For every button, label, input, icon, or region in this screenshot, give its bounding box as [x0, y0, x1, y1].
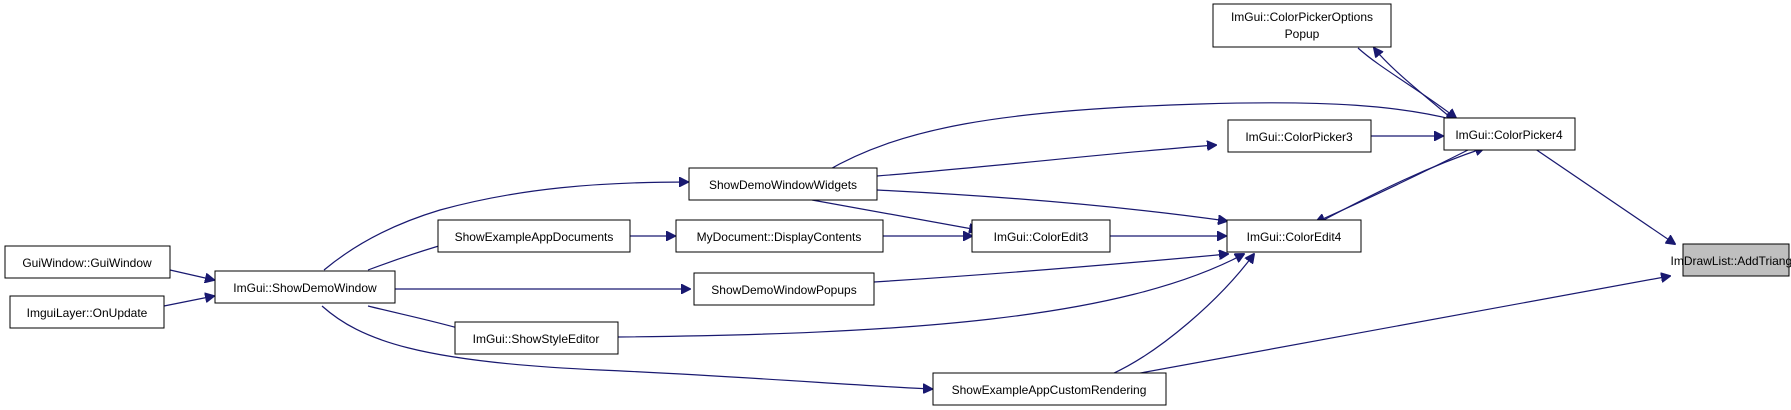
edge-showstyleeditor-to-coloredit4: [617, 254, 1244, 338]
node-imguilayer-onupdate[interactable]: ImguiLayer::OnUpdate: [9, 295, 165, 329]
node-label: ImGui::ColorPicker3: [1245, 130, 1353, 144]
edges: [163, 47, 1675, 389]
edge-showexampleappcustomrendering-to-coloredit4: [1111, 254, 1254, 375]
node-label: ImGui::ShowStyleEditor: [473, 332, 600, 346]
node-colorpickeroptionspopup[interactable]: ImGui::ColorPickerOptions Popup: [1212, 3, 1392, 48]
node-label-line1: ImGui::ColorPickerOptions: [1231, 10, 1373, 24]
node-showdemowindow[interactable]: ImGui::ShowDemoWindow: [214, 270, 396, 304]
edge-colorpicker4-to-colorpickeroptionspopup: [1374, 48, 1457, 123]
node-label: ImguiLayer::OnUpdate: [27, 306, 148, 320]
node-showstyleeditor[interactable]: ImGui::ShowStyleEditor: [454, 321, 619, 355]
edge-colorpicker4-to-addtriangle: [1521, 139, 1675, 244]
node-label: ImGui::ColorEdit4: [1247, 230, 1342, 244]
node-showdemowindowwidgets[interactable]: ShowDemoWindowWidgets: [688, 167, 878, 201]
node-box: [1227, 119, 1372, 153]
edge-showexampleappcustomrendering-to-addtriangle: [1134, 276, 1670, 375]
edge-showdemowindowwidgets-to-coloredit4: [876, 189, 1227, 221]
node-box: [454, 321, 619, 355]
node-showexampleappcustomrendering[interactable]: ShowExampleAppCustomRendering: [932, 372, 1167, 406]
node-box: [437, 219, 631, 253]
node-label: GuiWindow::GuiWindow: [22, 256, 152, 270]
node-label: ShowExampleAppCustomRendering: [952, 383, 1147, 397]
node-colorpicker4[interactable]: ImGui::ColorPicker4: [1443, 117, 1576, 151]
node-mydocument-displaycontents[interactable]: MyDocument::DisplayContents: [675, 219, 884, 253]
node-colorpicker3[interactable]: ImGui::ColorPicker3: [1227, 119, 1372, 153]
node-box: [4, 245, 171, 279]
node-label: ImGui::ColorPicker4: [1455, 128, 1563, 142]
node-box: [688, 167, 878, 201]
node-box: [9, 295, 165, 329]
node-coloredit4[interactable]: ImGui::ColorEdit4: [1226, 219, 1362, 253]
node-label: ShowDemoWindowPopups: [711, 283, 856, 297]
node-label-line2: Popup: [1285, 27, 1320, 41]
edge-imguilayer-to-showdemowindow: [163, 296, 214, 307]
edge-showdemowindowwidgets-to-colorpicker4: [824, 102, 1455, 173]
node-box: [693, 272, 875, 306]
node-guiwindow[interactable]: GuiWindow::GuiWindow: [4, 245, 171, 279]
node-label: ShowExampleAppDocuments: [455, 230, 614, 244]
edge-colorpicker4-to-coloredit4: [1316, 147, 1473, 222]
node-label: ImGui::ColorEdit3: [994, 230, 1089, 244]
node-showexampleappdocuments[interactable]: ShowExampleAppDocuments: [437, 219, 631, 253]
node-label: ImDrawList::AddTriangle: [1671, 254, 1791, 268]
node-label: MyDocument::DisplayContents: [697, 230, 862, 244]
node-box: [1682, 243, 1790, 277]
edge-showdemowindowwidgets-to-coloredit3: [811, 199, 978, 230]
edge-coloredit4-to-colorpicker4: [1319, 148, 1484, 223]
node-box: [214, 270, 396, 304]
edge-showdemowindowpopups-to-coloredit4: [873, 254, 1228, 283]
node-box: [675, 219, 884, 253]
edge-guiwindow-to-showdemowindow: [169, 269, 214, 280]
node-box: [1226, 219, 1362, 253]
node-box: [932, 372, 1167, 406]
node-label: ShowDemoWindowWidgets: [709, 178, 857, 192]
node-showdemowindowpopups[interactable]: ShowDemoWindowPopups: [693, 272, 875, 306]
node-box: [1212, 3, 1392, 48]
node-box: [971, 219, 1111, 253]
node-box: [1443, 117, 1576, 151]
edge-showdemowindow-to-showexampleappcustomrendering: [321, 305, 932, 389]
node-label: ImGui::ShowDemoWindow: [233, 281, 377, 295]
node-coloredit3[interactable]: ImGui::ColorEdit3: [971, 219, 1111, 253]
nodes: ImDrawList::AddTriangle ImGui::ColorPick…: [4, 3, 1791, 406]
edge-colorpickeroptionspopup-to-colorpicker4: [1357, 47, 1456, 118]
edge-showdemowindow-to-showdemowindowwidgets: [323, 182, 688, 271]
node-addtriangle[interactable]: ImDrawList::AddTriangle: [1671, 243, 1791, 277]
edge-showdemowindowwidgets-to-colorpicker3: [876, 145, 1216, 177]
edge-showdemowindow-to-showstyleeditor: [367, 305, 465, 330]
